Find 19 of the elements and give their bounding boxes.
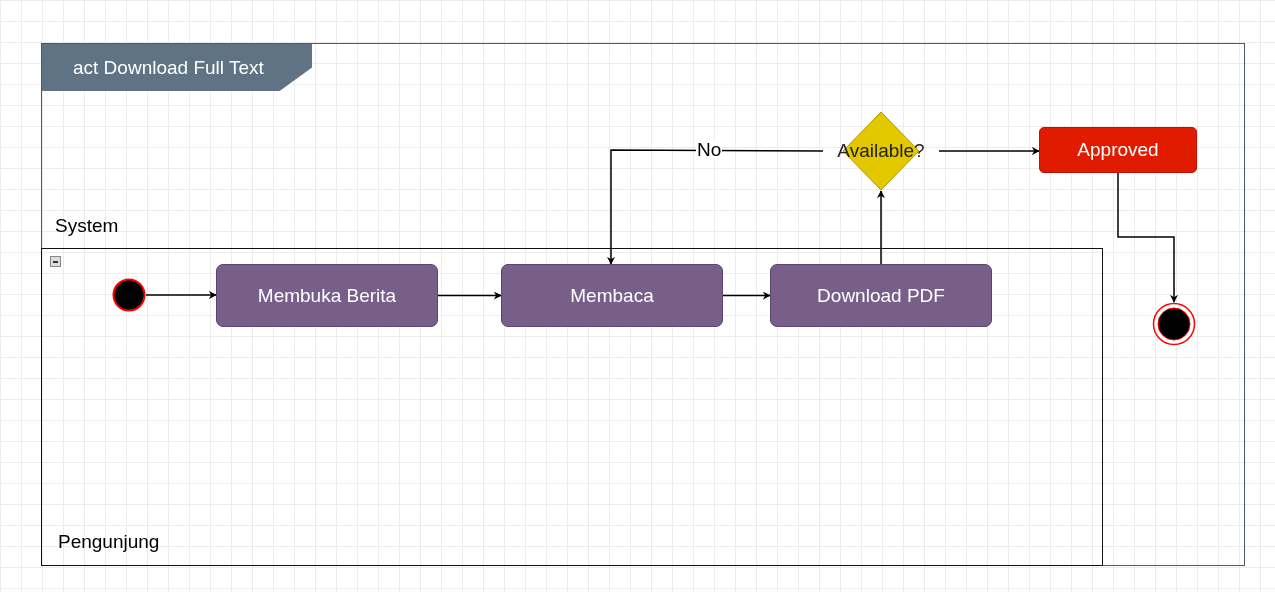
initial-node	[112, 278, 146, 312]
action-box: Membaca	[501, 264, 723, 327]
arrow	[437, 291, 502, 300]
arrow	[145, 291, 217, 299]
lane-label: System	[55, 215, 119, 237]
arrow	[722, 291, 771, 300]
activity-frame	[41, 43, 1245, 566]
swimlane	[41, 248, 1103, 566]
approved-box: Approved	[1039, 127, 1197, 173]
action-box: Download PDF	[770, 264, 992, 327]
arrow	[938, 147, 1040, 155]
arrow	[607, 149, 824, 265]
edge-label: No	[696, 140, 723, 160]
lane-label: Pengunjung	[58, 531, 160, 553]
arrow	[1117, 172, 1178, 303]
action-box: Membuka Berita	[216, 264, 438, 327]
arrow	[877, 190, 885, 265]
final-node	[1152, 302, 1196, 346]
frame-title: act Download Full Text	[42, 44, 312, 91]
